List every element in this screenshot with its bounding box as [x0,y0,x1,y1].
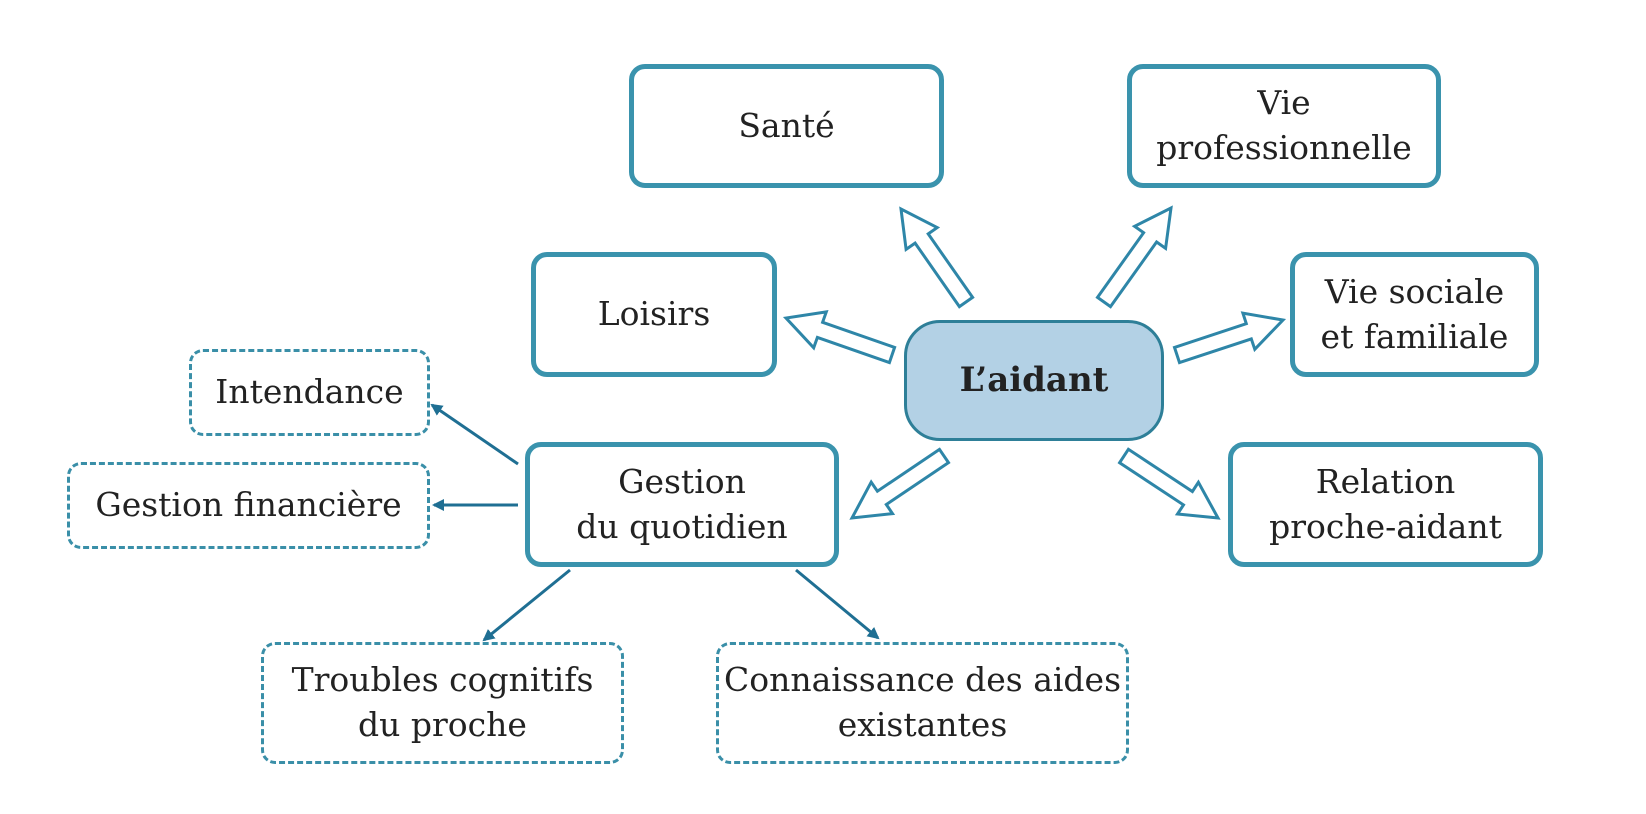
arrow-to-relation [1117,447,1221,520]
thin-arrows [430,403,880,642]
node-vie-sociale-label: Vie sociale et familiale [1320,271,1509,356]
node-loisirs: Loisirs [531,252,777,377]
node-intendance-label: Intendance [215,372,404,412]
arrow-to-vie-sociale [1172,311,1287,365]
node-vie-professionnelle: Vie professionnelle [1127,64,1441,188]
arrow-to-intendance [430,403,519,466]
node-center-label: L’aidant [959,360,1109,401]
node-loisirs-label: Loisirs [597,294,711,334]
hollow-arrows [782,205,1287,520]
node-gestion-financiere: Gestion financière [67,462,430,549]
node-center-aidant: L’aidant [904,320,1164,441]
node-gestion-quotidien: Gestion du quotidien [525,442,839,567]
arrow-to-connaissance [795,568,880,640]
node-sante-label: Santé [738,105,835,145]
node-gestion-quotidien-label: Gestion du quotidien [576,461,788,546]
node-vie-sociale: Vie sociale et familiale [1290,252,1539,377]
node-vie-professionnelle-label: Vie professionnelle [1156,83,1412,167]
arrow-to-troubles [482,568,571,642]
arrow-to-gestion [849,447,951,520]
arrow-to-vie-professionnelle [1095,205,1173,309]
node-connaissance-aides-label: Connaissance des aides existantes [723,660,1122,744]
node-gestion-financiere-label: Gestion financière [95,485,402,525]
arrow-to-sante [899,206,975,309]
node-troubles-cognitifs-label: Troubles cognitifs du proche [291,660,594,744]
node-sante: Santé [629,64,944,188]
node-connaissance-aides: Connaissance des aides existantes [716,642,1129,764]
node-relation-label: Relation proche-aidant [1269,461,1502,546]
node-intendance: Intendance [189,349,430,436]
arrow-to-loisirs [782,310,897,365]
node-troubles-cognitifs: Troubles cognitifs du proche [261,642,624,764]
node-relation: Relation proche-aidant [1228,442,1543,567]
